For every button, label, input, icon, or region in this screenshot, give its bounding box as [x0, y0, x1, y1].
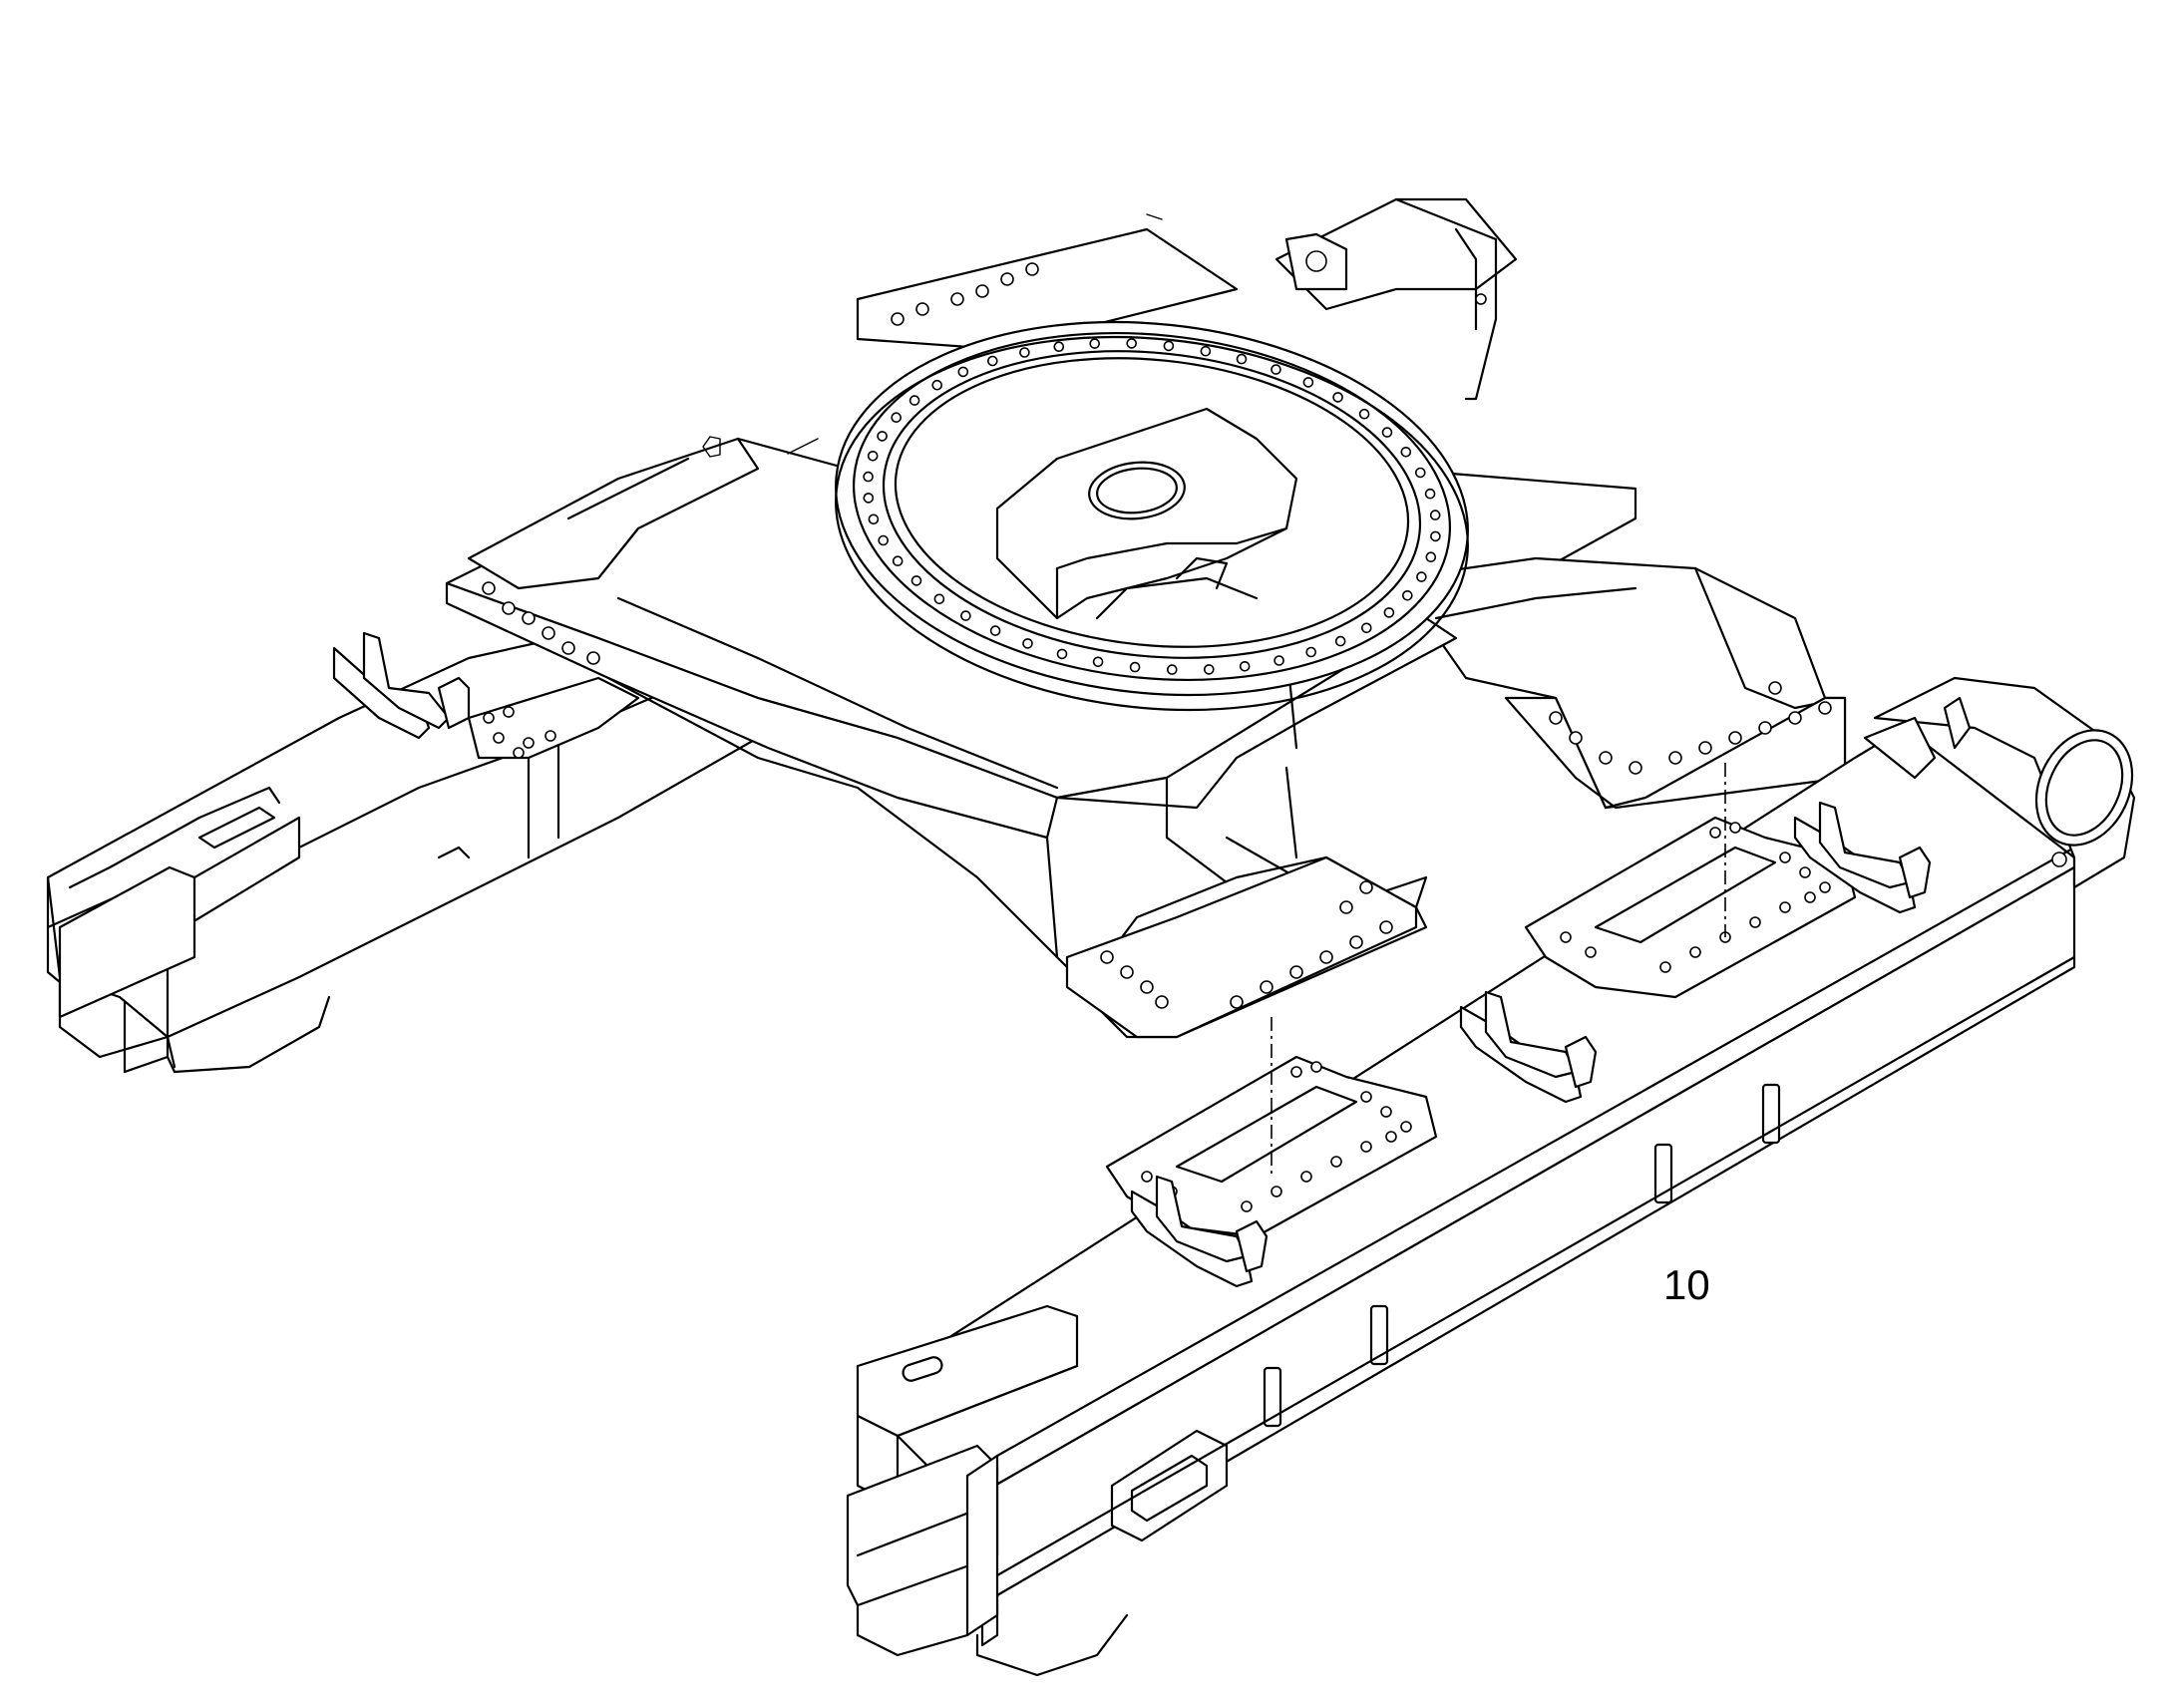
ring-bolt-hole — [867, 450, 879, 462]
ring-bolt-hole — [1089, 338, 1100, 349]
swing-bearing-ring — [835, 320, 1469, 712]
left-frame-bracket-pair — [332, 631, 640, 760]
assembly-alignment-lines — [1271, 763, 1726, 1177]
ring-bolt-hole — [863, 471, 874, 483]
ring-bolt-hole — [892, 555, 904, 567]
ring-bolt-hole — [1022, 638, 1033, 649]
ring-bolt-hole — [1361, 622, 1372, 634]
ring-bolt-hole — [1305, 646, 1316, 658]
ring-bolt-hole — [1332, 392, 1343, 403]
ring-bolt-hole — [1302, 377, 1314, 388]
ring-bolt-hole — [1053, 341, 1065, 353]
ring-bolt-hole — [960, 610, 971, 621]
ring-bolt-hole — [1334, 635, 1346, 647]
ring-bolt-hole — [1167, 664, 1178, 675]
track-guide-bracket-middle — [1459, 990, 1598, 1104]
ring-bolt-hole — [1400, 446, 1412, 458]
ring-bolt-hole — [931, 379, 943, 391]
ring-bolt-hole — [1019, 347, 1030, 358]
ring-bolt-hole — [908, 395, 920, 406]
ring-bolt-hole — [878, 534, 890, 546]
ring-bolt-hole — [1239, 660, 1251, 672]
ring-bolt-hole — [1271, 364, 1281, 375]
part-callout-label: 10 — [1663, 1261, 1710, 1308]
detail-fragments — [702, 213, 1163, 458]
ring-bolt-hole — [1430, 530, 1441, 542]
ring-bolt-hole — [1358, 408, 1370, 420]
ring-bolt-hole — [877, 431, 888, 442]
ring-bolt-hole — [986, 355, 998, 367]
ring-bolt-holes — [863, 338, 1441, 675]
ring-bolt-hole — [1402, 589, 1413, 601]
track-guide-bracket-rear — [1793, 801, 1932, 914]
ring-bolt-hole — [1425, 551, 1437, 563]
track-guide-bracket-front — [1130, 1175, 1269, 1288]
ring-bolt-hole — [1424, 488, 1436, 500]
ring-bolt-hole — [868, 513, 880, 525]
ring-bolt-hole — [1415, 467, 1426, 479]
ring-bolt-hole — [1200, 345, 1212, 357]
ring-bolt-hole — [957, 366, 969, 378]
ring-bolt-hole — [1236, 353, 1248, 365]
ring-bolt-hole — [1056, 648, 1068, 660]
ring-bolt-hole — [1092, 656, 1104, 668]
ring-bolt-hole — [863, 493, 875, 504]
ring-bolt-hole — [989, 625, 1001, 636]
ring-bolt-hole — [1273, 655, 1284, 666]
ring-bolt-hole — [1126, 338, 1137, 349]
ring-bolt-hole — [933, 593, 945, 605]
ring-bolt-hole — [1416, 571, 1427, 582]
ring-bolt-hole — [1204, 664, 1215, 675]
ring-bolt-hole — [1383, 607, 1395, 618]
ring-bolt-hole — [1429, 510, 1441, 520]
ring-bolt-hole — [910, 575, 922, 586]
ring-bolt-hole — [1381, 427, 1393, 438]
ring-bolt-hole — [1129, 661, 1141, 673]
ring-bolt-hole — [1163, 340, 1175, 352]
right-frame-mount-plate-rear — [1524, 816, 1857, 999]
ring-bolt-hole — [891, 412, 903, 424]
